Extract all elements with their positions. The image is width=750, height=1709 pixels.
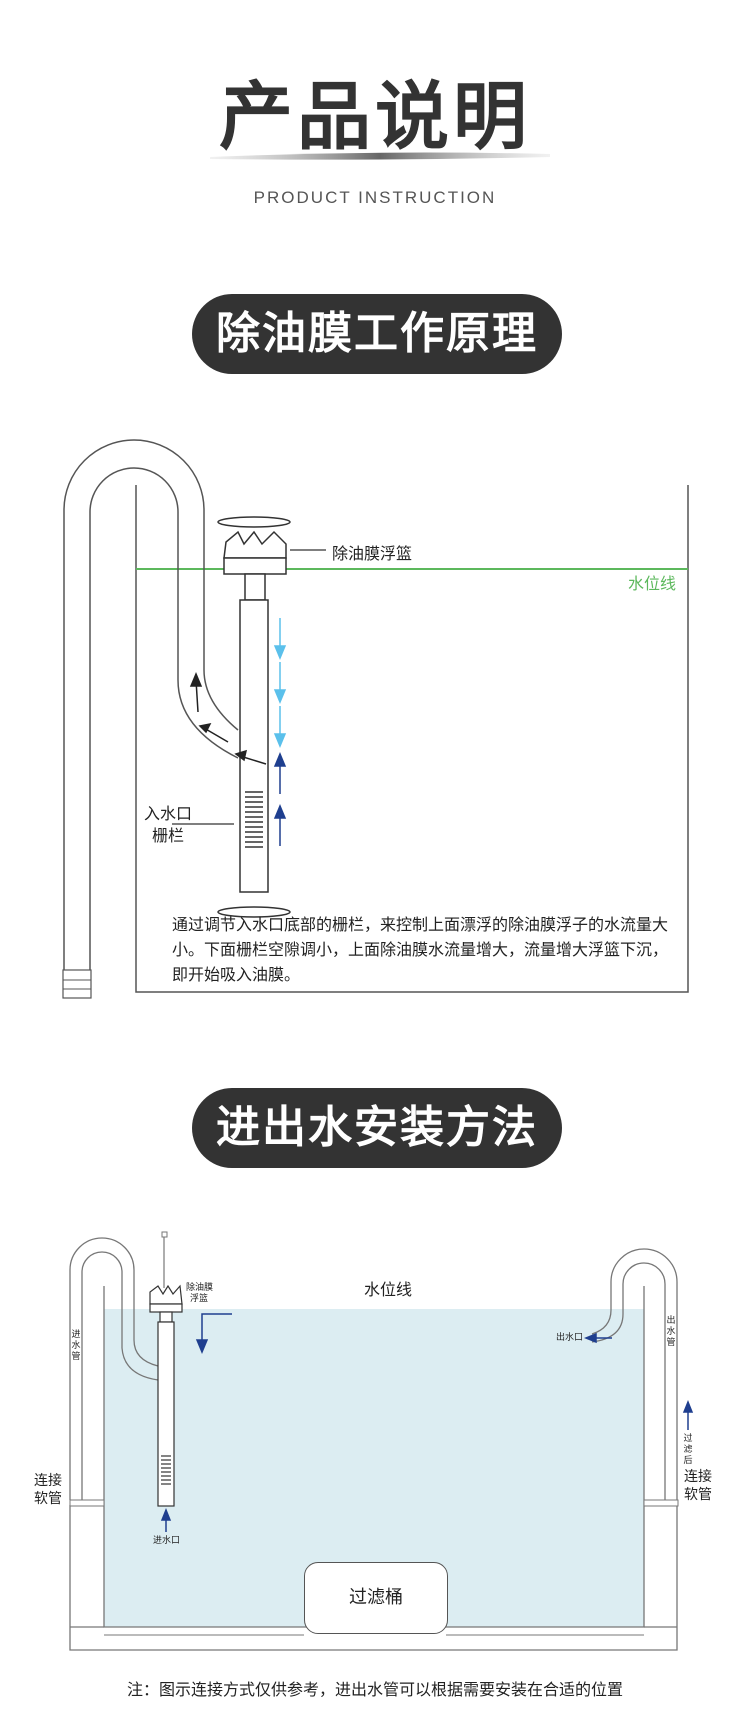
page-title: 产品说明	[219, 74, 531, 160]
skimmer-tube	[239, 599, 269, 893]
section-heading-installation: 进出水安装方法	[192, 1088, 562, 1168]
small-float-basket	[149, 1284, 183, 1305]
water-line-label: 水位线	[628, 574, 677, 593]
tank-outline	[135, 485, 689, 993]
right-hose-connector	[643, 1499, 679, 1507]
page-subtitle: PRODUCT INSTRUCTION	[253, 188, 497, 207]
small-skimmer-tube	[157, 1321, 175, 1507]
install-flow-arrows	[160, 1313, 694, 1532]
outlet-pipe-label: 出水管	[666, 1316, 676, 1348]
tank-outer-wall	[69, 1505, 678, 1651]
title-brush-underline	[210, 152, 550, 160]
connect-hose-left-2: 软管	[34, 1491, 62, 1507]
filter-bucket: 过滤桶	[304, 1562, 448, 1634]
outlet-pipe-inner	[591, 1262, 666, 1500]
connect-hose-right-2: 软管	[684, 1487, 712, 1503]
flow-arrows-down	[273, 618, 287, 748]
inlet-grille-label-2: 栅栏	[152, 826, 185, 845]
inlet-pipe-label: 进水管	[71, 1330, 81, 1362]
inlet-pipe-outer	[69, 1237, 159, 1500]
inlet-pipe-inner	[81, 1251, 159, 1500]
install-float-basket-label-2: 浮篮	[190, 1294, 209, 1304]
inlet-grille	[245, 791, 263, 848]
outlet-pipe-outer	[591, 1248, 678, 1500]
connect-hose-right-1: 连接	[684, 1469, 712, 1485]
install-float-basket-label-1: 除油膜	[186, 1283, 214, 1293]
page-title-wrap: 产品说明	[0, 80, 750, 154]
inlet-label: 进水口	[153, 1536, 181, 1546]
principle-description: 通过调节入水口底部的栅栏，来控制上面漂浮的除油膜浮子的水流量大小。下面栅栏空隙调…	[172, 915, 669, 984]
connect-hose-left-1: 连接	[34, 1473, 62, 1489]
pipe-flow-arrows	[189, 672, 267, 765]
principle-diagram	[62, 439, 689, 999]
installation-note: 注：图示连接方式仅供参考，进出水管可以根据需要安装在合适的位置	[126, 1680, 623, 1699]
install-water-line-label: 水位线	[364, 1280, 413, 1299]
after-filter-label: 过滤后	[683, 1434, 693, 1466]
left-hose-connector	[69, 1499, 105, 1507]
flow-arrows-up	[273, 752, 287, 846]
outlet-label: 出水口	[556, 1333, 584, 1343]
pipe-end	[62, 969, 92, 999]
float-basket	[223, 530, 287, 559]
inlet-grille-label-1: 入水口	[144, 804, 193, 823]
float-basket-label: 除油膜浮篮	[332, 544, 413, 563]
siphon-pipe-outer	[63, 439, 239, 970]
section-heading-principle: 除油膜工作原理	[192, 294, 562, 374]
siphon-pipe-inner	[89, 467, 239, 970]
